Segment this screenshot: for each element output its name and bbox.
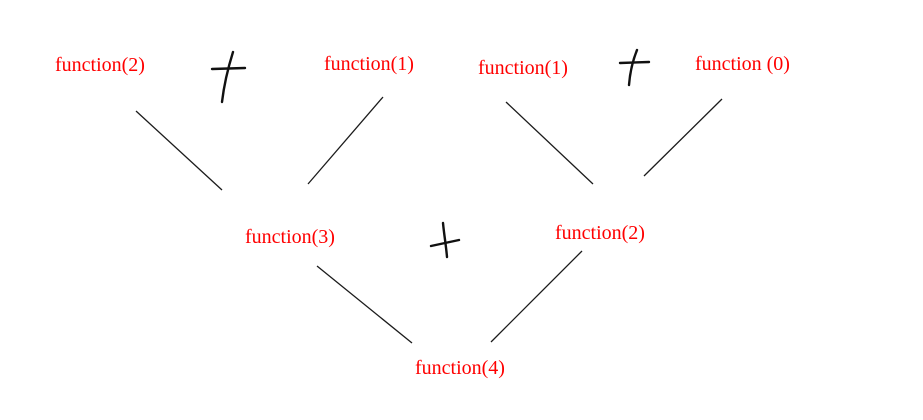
edge-fn1right-to-fn2mid — [505, 101, 594, 185]
plus-icon — [618, 48, 651, 87]
node-function-1-left: function(1) — [324, 53, 414, 75]
edge-fn3-to-fn4 — [316, 265, 413, 344]
node-function-0: function (0) — [695, 53, 790, 75]
edge-fn2mid-to-fn4 — [490, 250, 583, 343]
node-function-4: function(4) — [415, 357, 505, 379]
node-function-2-middle: function(2) — [555, 222, 645, 244]
edge-fn2top-to-fn3 — [135, 110, 223, 191]
node-function-2-top: function(2) — [55, 54, 145, 76]
node-function-1-right: function(1) — [478, 57, 568, 79]
edge-fn1left-to-fn3 — [307, 96, 384, 185]
plus-icon — [429, 221, 461, 259]
edge-fn0-to-fn2mid — [643, 98, 723, 177]
plus-icon — [210, 50, 247, 104]
node-function-3: function(3) — [245, 226, 335, 248]
